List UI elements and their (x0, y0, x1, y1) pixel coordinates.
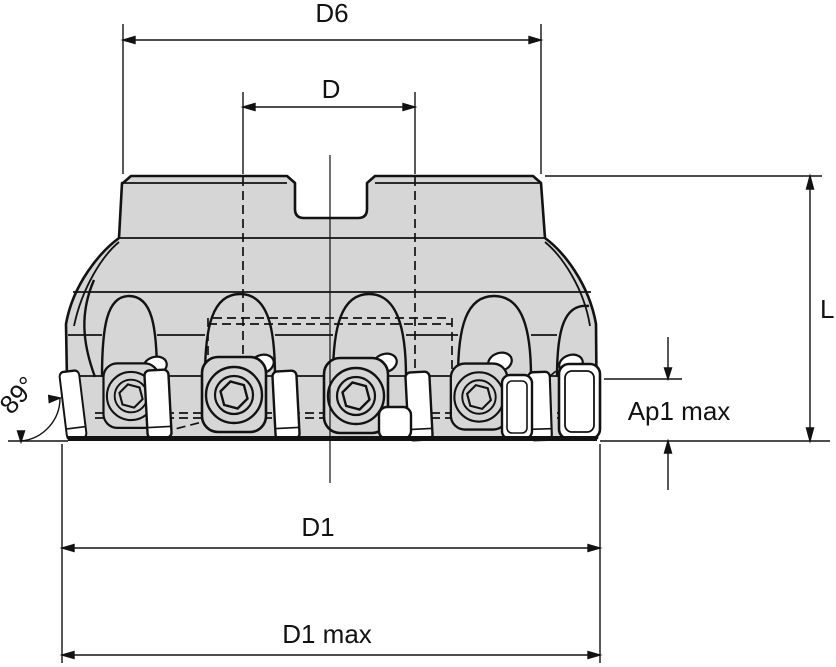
d-label: D (321, 74, 341, 104)
screw-boss (200, 355, 268, 434)
insert-face (377, 362, 602, 441)
arrowhead-icon (805, 173, 815, 190)
ap1-max-label: Ap1 max (627, 396, 731, 426)
arrowhead-icon (16, 430, 26, 445)
arrowhead-icon (663, 367, 673, 382)
flute-arch (555, 304, 590, 378)
arrowhead-icon (59, 650, 75, 660)
flute-arch (331, 292, 408, 378)
arrowhead-icon (805, 427, 815, 444)
screw-boss (449, 362, 509, 431)
dimension-annotations (8, 24, 830, 663)
flute-arches (83, 279, 590, 378)
flute-arch (100, 294, 159, 378)
arrowhead-icon (120, 35, 136, 45)
arrowhead-icon (240, 102, 256, 112)
flute-arch (456, 294, 533, 378)
d1-max-label: D1 max (282, 619, 372, 649)
cutter-body (57, 174, 602, 442)
insert (143, 368, 173, 440)
arrowhead-icon (587, 650, 603, 660)
dimension-d1-max (59, 650, 603, 660)
dimension-d (240, 92, 418, 174)
dimension-lead-angle (8, 394, 68, 445)
d1-label: D1 (301, 512, 335, 542)
flute-arch (83, 279, 97, 378)
insert (271, 369, 301, 441)
arrowhead-icon (528, 35, 544, 45)
dimension-ap1-max (604, 337, 682, 490)
dimension-d6 (120, 24, 544, 174)
dimension-l (545, 173, 830, 444)
arrowhead-icon (587, 543, 603, 553)
inserts (57, 362, 602, 442)
d6-label: D6 (315, 0, 349, 28)
arrowhead-icon (47, 394, 63, 404)
arrowhead-icon (402, 102, 418, 112)
dimension-d1 (59, 444, 603, 663)
l-label: L (820, 294, 835, 324)
arrowhead-icon (59, 543, 75, 553)
arrowhead-icon (663, 438, 673, 454)
